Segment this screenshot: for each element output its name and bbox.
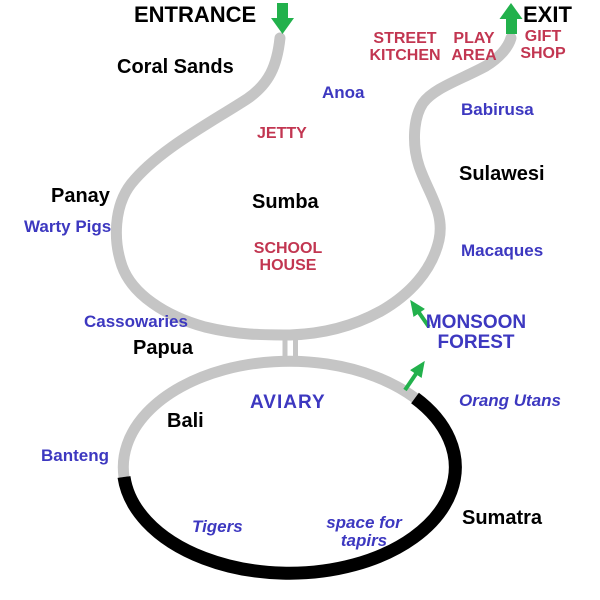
island-bali: Bali — [167, 410, 204, 432]
tapirs-line2: tapirs — [340, 530, 388, 550]
exit-arrow-icon — [499, 3, 523, 34]
animal-orang-utans: Orang Utans — [459, 391, 562, 410]
animal-anoa: Anoa — [322, 83, 365, 102]
island-coral-sands: Coral Sands — [117, 56, 234, 78]
animal-cassowaries: Cassowaries — [84, 312, 188, 331]
aviary-enclosure-outline — [117, 392, 462, 580]
facility-school-house: SCHOOL HOUSE — [253, 240, 323, 274]
animal-banteng: Banteng — [41, 446, 109, 465]
island-papua: Papua — [133, 337, 194, 359]
street-kitchen-line2: KITCHEN — [369, 46, 441, 64]
play-area-line1: PLAY — [453, 30, 495, 47]
aviary-loop-path — [117, 355, 419, 478]
play-area-line2: AREA — [451, 46, 497, 64]
animal-babirusa: Babirusa — [461, 100, 534, 119]
facility-play-area: PLAY AREA — [451, 30, 497, 64]
island-sumba: Sumba — [252, 191, 319, 213]
tapirs-line1: space for — [326, 513, 402, 532]
monsoon-forest-line1: MONSOON — [425, 312, 527, 333]
entrance-label: ENTRANCE — [134, 2, 257, 27]
main-walking-path — [110, 32, 517, 341]
island-panay: Panay — [51, 185, 110, 207]
area-monsoon-forest: MONSOON FOREST — [426, 313, 526, 353]
exit-label: EXIT — [523, 2, 572, 27]
gift-shop-line1: GIFT — [524, 28, 562, 45]
animal-warty-pigs: Warty Pigs — [24, 217, 112, 236]
monsoon-lower-arrow-icon — [403, 360, 425, 392]
facility-street-kitchen: STREET KITCHEN — [369, 30, 441, 64]
area-aviary: AVIARY — [250, 392, 326, 413]
monsoon-upper-arrow-icon — [410, 299, 431, 329]
animal-tapirs: space for tapirs — [326, 514, 402, 549]
school-house-line1: SCHOOL — [253, 240, 323, 257]
school-house-line2: HOUSE — [259, 256, 317, 274]
island-sulawesi: Sulawesi — [459, 163, 545, 185]
street-kitchen-line1: STREET — [373, 30, 437, 47]
gift-shop-line2: SHOP — [520, 44, 566, 62]
facility-jetty: JETTY — [257, 125, 307, 142]
facility-gift-shop: GIFT SHOP — [520, 28, 566, 62]
island-sumatra: Sumatra — [462, 507, 543, 529]
monsoon-forest-line2: FOREST — [437, 331, 515, 353]
animal-macaques: Macaques — [461, 241, 544, 260]
animal-tigers: Tigers — [192, 517, 243, 536]
entrance-arrow-icon — [271, 3, 294, 34]
